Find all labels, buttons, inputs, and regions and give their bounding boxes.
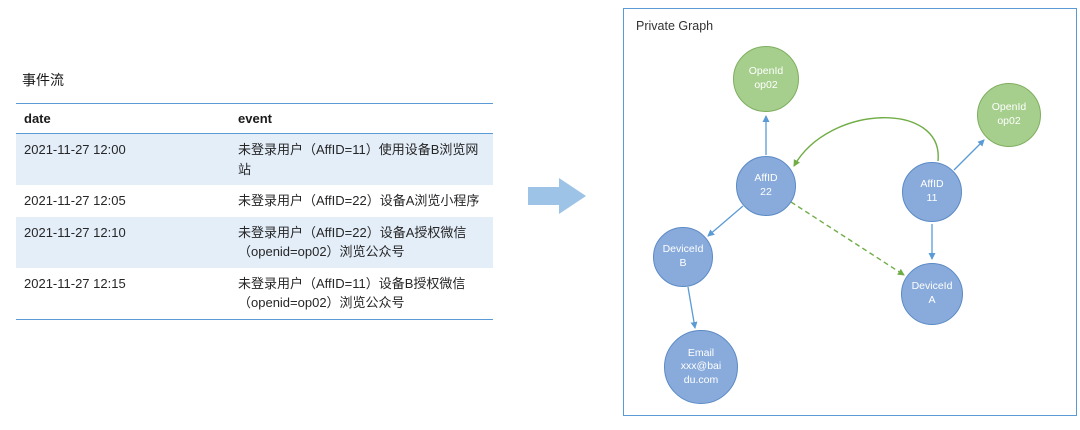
node-affid-22: AffID 22 — [736, 156, 796, 216]
private-graph-panel: Private Graph OpenId op02 OpenId op02 Af… — [623, 8, 1077, 416]
row-date: 2021-11-27 12:00 — [24, 142, 126, 157]
column-header-event: event — [230, 103, 493, 134]
edge-deviceid-b-email — [687, 286, 698, 329]
graph-title: Private Graph — [636, 19, 714, 33]
edge-affid11-affid22-curve — [793, 117, 939, 167]
row-date: 2021-11-27 12:10 — [24, 224, 126, 240]
node-deviceid-a: DeviceId A — [901, 263, 963, 325]
node-affid-11-label: AffID 11 — [920, 178, 944, 204]
edge-affid11-openid-right — [953, 139, 985, 171]
table-header-row: date event — [16, 103, 493, 134]
event-stream-title: 事件流 — [22, 72, 64, 88]
edge-affid22-deviceid-b — [707, 205, 744, 237]
row-date: 2021-11-27 12:05 — [24, 193, 126, 208]
row-date: 2021-11-27 12:15 — [24, 275, 126, 291]
row-event: 未登录用户（AffID=11）使用设备B浏览网站 — [238, 142, 479, 177]
node-openid-right: OpenId op02 — [977, 83, 1041, 147]
node-email-label: Email xxx@bai du.com — [680, 346, 722, 386]
row-event: 未登录用户（AffID=11）设备B授权微信（openid=op02）浏览公众号 — [238, 275, 466, 311]
node-deviceid-a-label: DeviceId A — [911, 280, 953, 306]
table-row: 2021-11-27 12:00 未登录用户（AffID=11）使用设备B浏览网… — [16, 133, 493, 185]
node-deviceid-b-label: DeviceId B — [662, 243, 704, 269]
row-event: 未登录用户（AffID=22）设备A浏览小程序 — [238, 193, 480, 208]
column-header-date: date — [16, 103, 230, 134]
table-row: 2021-11-27 12:10 未登录用户（AffID=22）设备A授权微信（… — [16, 216, 493, 268]
table-row: 2021-11-27 12:05 未登录用户（AffID=22）设备A浏览小程序 — [16, 185, 493, 217]
node-affid-22-label: AffID 22 — [754, 172, 778, 198]
flow-arrow-icon — [528, 178, 586, 214]
node-openid-top-label: OpenId op02 — [748, 65, 784, 91]
table-row: 2021-11-27 12:15 未登录用户（AffID=11）设备B授权微信（… — [16, 268, 493, 320]
node-email: Email xxx@bai du.com — [664, 330, 738, 404]
node-openid-top: OpenId op02 — [733, 46, 799, 112]
node-affid-11: AffID 11 — [902, 162, 962, 222]
event-table: date event 2021-11-27 12:00 未登录用户（AffID=… — [16, 103, 493, 320]
row-event: 未登录用户（AffID=22）设备A授权微信（openid=op02）浏览公众号 — [238, 224, 467, 260]
edge-affid22-deviceid-a-dashed — [790, 201, 905, 276]
node-openid-right-label: OpenId op02 — [991, 101, 1027, 127]
node-deviceid-b: DeviceId B — [653, 227, 713, 287]
event-stream-section: 事件流 date event 2021-11-27 12:00 未登录用户（Af… — [16, 70, 493, 320]
